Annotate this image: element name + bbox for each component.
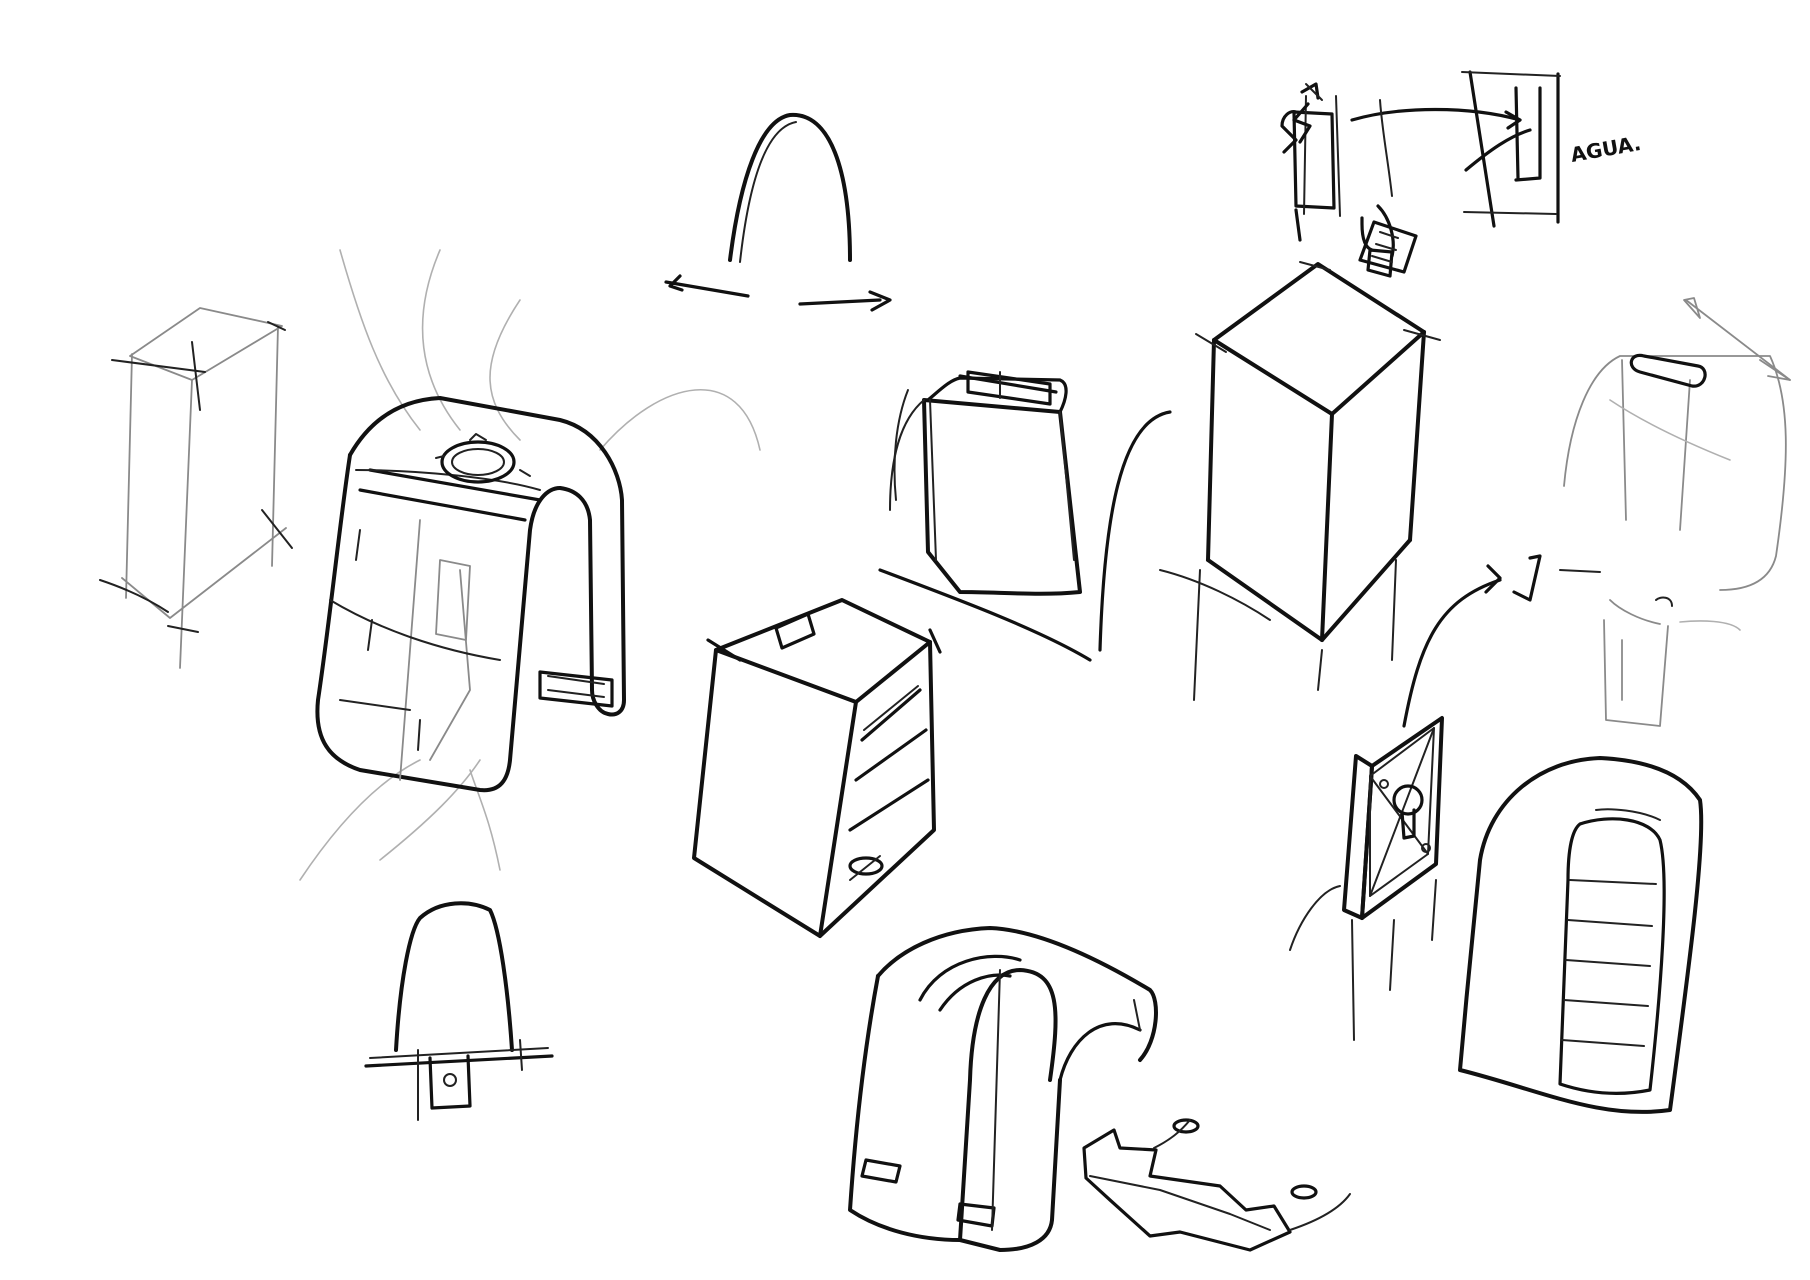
wall-plate-sketch	[1289, 554, 1601, 1041]
cube-with-handle-sketch	[878, 370, 1092, 662]
arch-profile-sketch	[364, 901, 554, 1121]
water-flow-diagram: AGUA.	[1280, 70, 1643, 278]
top-arch-sketch	[664, 112, 892, 312]
storage-cabinet-sketch	[692, 598, 942, 938]
ghost-chair-sketch	[1563, 297, 1791, 727]
pencil-box-sketch	[99, 307, 293, 669]
tall-tower-sketch	[1098, 261, 1441, 701]
main-stool-sketch	[299, 249, 761, 881]
slatted-chair-sketch	[1458, 756, 1704, 1114]
double-arch-chair-sketch	[848, 926, 1351, 1252]
water-label: AGUA.	[1569, 131, 1643, 167]
